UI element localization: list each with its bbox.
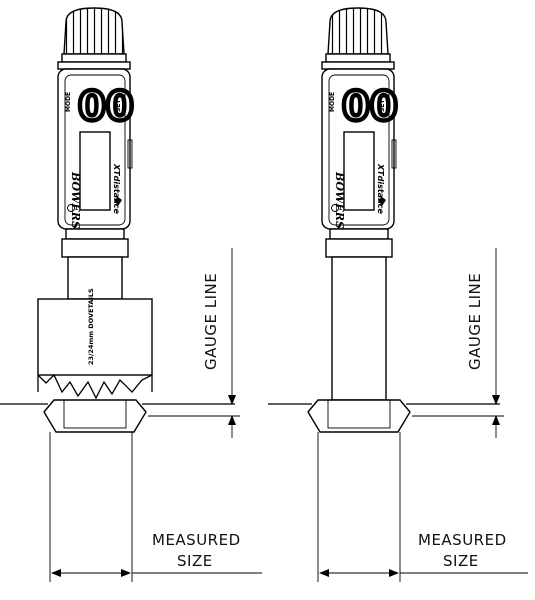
- gauge-line-label: GAUGE LINE: [466, 273, 484, 370]
- setting-ring: 23/24mm DOVETAILS: [37, 288, 153, 400]
- size-label: SIZE: [177, 552, 213, 570]
- size-label: SIZE: [443, 552, 479, 570]
- logo-icon: [331, 204, 339, 212]
- gauge-body: 00 MODE SET BOWERS XTdistance: [321, 68, 400, 230]
- gauge-body: 00 MODE SET BOWERS XTdistance: [57, 68, 136, 230]
- measuring-head: [43, 399, 147, 433]
- logo-mark-icon: [114, 197, 122, 206]
- digital-display: 00 MODE SET: [65, 82, 136, 211]
- mode-label: MODE: [329, 92, 336, 112]
- logo-mark-icon: [378, 197, 386, 206]
- probe-shaft: [331, 256, 387, 401]
- dovetail-label: 23/24mm DOVETAILS: [87, 288, 95, 365]
- brand-logo: BOWERS: [69, 171, 82, 229]
- display-reading: 00: [78, 84, 134, 130]
- set-label: SET: [379, 99, 386, 112]
- ratchet-cap: [57, 7, 131, 70]
- measuring-head: [307, 399, 411, 433]
- right-gauge: 00 MODE SET BOWERS XTdistance MEASURED S…: [268, 7, 528, 582]
- left-gauge: 00 MODE SET BOWERS XTdistance 23/24mm DO…: [0, 7, 262, 582]
- logo-icon: [67, 204, 75, 212]
- model-logo: XTdistance: [376, 163, 385, 215]
- model-logo: XTdistance: [112, 163, 121, 215]
- digital-display: 00 MODE SET: [329, 82, 400, 211]
- ratchet-cap: [321, 7, 395, 70]
- gauge-line-label: GAUGE LINE: [202, 273, 220, 370]
- measured-label: MEASURED: [152, 531, 241, 549]
- display-reading: 00: [342, 84, 398, 130]
- brand-logo: BOWERS: [333, 171, 346, 229]
- measured-label: MEASURED: [418, 531, 507, 549]
- mode-label: MODE: [65, 92, 72, 112]
- set-label: SET: [115, 99, 122, 112]
